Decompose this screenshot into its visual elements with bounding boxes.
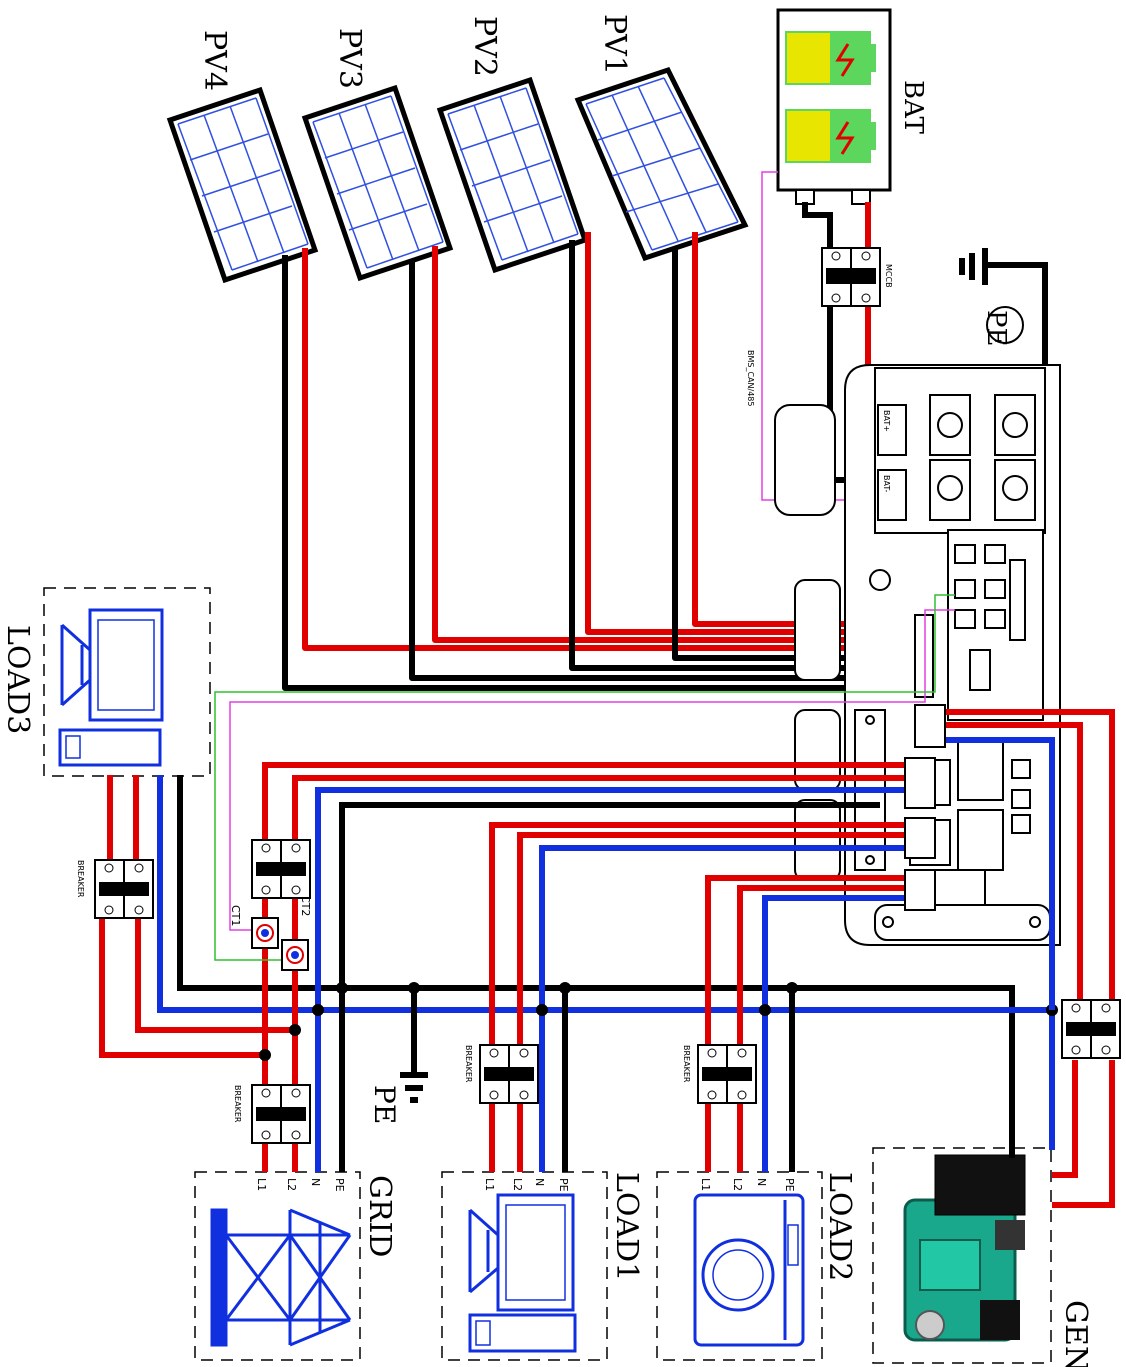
breaker-ct-upper [251,839,311,899]
pe-bottom-label: PE [368,1085,401,1124]
pv-input-terminal [914,614,934,698]
pv-panel-3 [301,84,454,282]
mccb-label: MCCB [884,264,893,288]
ct2-label: CT2 [299,895,312,916]
battery-unit [776,8,892,205]
pv-panel-4 [166,86,319,284]
bat-minus-label: BAT- [882,475,891,492]
load3-label: LOAD3 [0,625,35,734]
load2-n-label: N [755,1178,768,1186]
pv-panel-1 [574,66,749,262]
grid-wiring [262,762,918,1172]
ground-symbol-top [959,248,1048,370]
load3-box [43,587,211,777]
load2-washer-icon [693,1193,805,1347]
ct2-comm-wire [214,594,955,961]
load3-wiring [99,775,295,1058]
load2-pe-label: PE [783,1178,796,1192]
breaker-load2 [697,1044,757,1104]
grid-label: GRID [362,1175,397,1257]
grid-l1-label: L1 [255,1178,268,1191]
breaker-load3-label: BREAKER [76,860,85,898]
grid-box [194,1171,361,1361]
breaker-load1 [479,1044,539,1104]
pe-top-circle [986,306,1024,344]
gen-wiring [918,709,1115,1208]
bus-lines [157,775,1055,1158]
bat-label: BAT [898,80,928,134]
breaker-grid-label: BREAKER [233,1085,242,1123]
ct1-label: CT1 [229,905,242,926]
pe-top-label: PE [981,310,1011,346]
load2-l2-label: L2 [731,1178,744,1191]
load1-l2-label: L2 [511,1178,524,1191]
breaker-load1-label: BREAKER [464,1045,473,1083]
load1-computer-icon [468,1193,577,1353]
grid-tower-icon [210,1208,352,1347]
load1-l1-label: L1 [483,1178,496,1191]
gen-box [872,1147,1052,1364]
pv2-label: PV2 [467,16,502,77]
load1-box [441,1171,608,1361]
load2-l1-label: L1 [699,1178,712,1191]
bat-plus-label: BAT+ [882,410,891,432]
pv1-label: PV1 [597,14,632,75]
ground-symbol-bottom [400,1060,428,1103]
load2-label: LOAD2 [822,1172,857,1281]
breaker-grid [251,1084,311,1144]
load1-pe-label: PE [557,1178,570,1192]
ac-terminal-blocks [904,704,946,911]
breaker-load3 [94,859,154,919]
pv4-label: PV4 [197,30,232,91]
load1-n-label: N [533,1178,546,1186]
grid-l2-label: L2 [285,1178,298,1191]
grid-pe-label: PE [333,1178,346,1192]
ct1-sensor [251,917,279,949]
bms-label: BMS_CAN/485 [746,350,755,406]
grid-n-label: N [309,1178,322,1186]
breaker-load2-label: BREAKER [682,1045,691,1083]
pv3-label: PV3 [332,28,367,89]
ct2-sensor [281,939,309,971]
generator-icon [903,1154,1026,1342]
ct1-comm-wire [229,609,955,931]
gen-label: GEN [1058,1300,1093,1367]
load3-computer-icon [58,608,164,767]
breaker-gen [1061,999,1121,1059]
load1-label: LOAD1 [609,1172,644,1281]
load2-box [656,1171,823,1361]
mccb-breaker [821,247,881,307]
pv-panel-2 [436,76,589,274]
